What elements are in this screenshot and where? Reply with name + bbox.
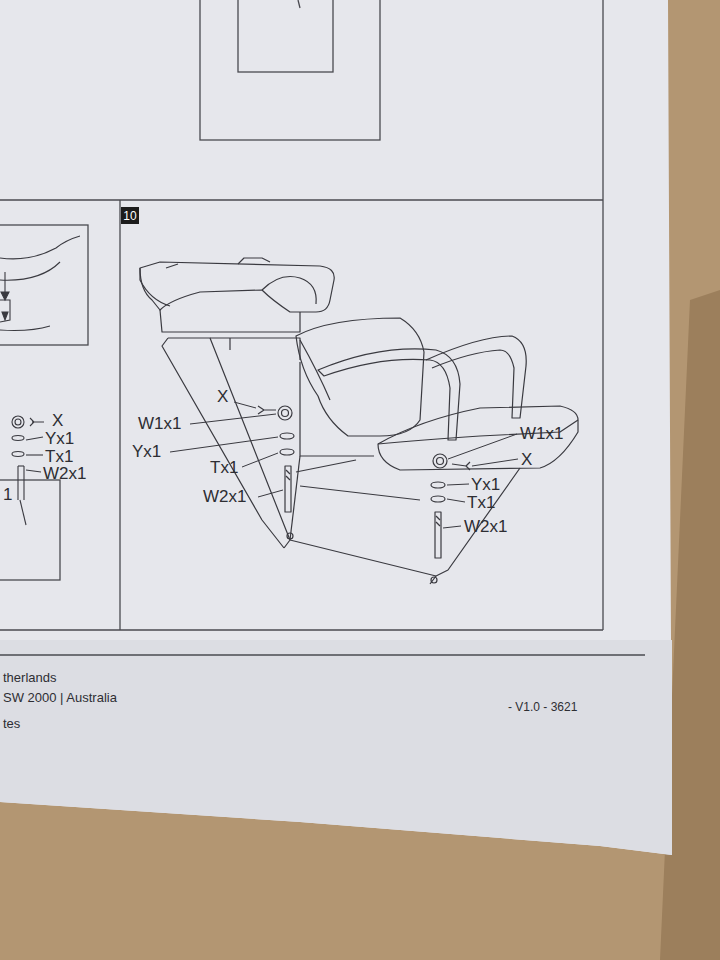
part-letter: X [52, 412, 63, 429]
part-callout: Tx1 [45, 448, 73, 465]
footer-text: SW 2000 | Australia [3, 691, 117, 704]
footer-text: tes [3, 717, 20, 730]
part-callout: W2x1 [464, 518, 507, 535]
part-callout: W2x1 [43, 465, 86, 482]
step-number: 10 [123, 210, 136, 222]
part-callout: Tx1 [467, 494, 495, 511]
part-letter: X [217, 388, 228, 405]
part-callout: W1x1 [138, 415, 181, 432]
part-callout: Yx1 [132, 443, 161, 460]
footer-text: therlands [3, 671, 56, 684]
part-callout: Yx1 [45, 430, 74, 447]
part-letter: X [521, 451, 532, 468]
part-callout: W1x1 [520, 425, 563, 442]
part-callout: 1 [3, 486, 12, 503]
part-callout: Yx1 [471, 476, 500, 493]
part-callout: W2x1 [203, 488, 246, 505]
step-number-box: 10 [121, 207, 139, 224]
part-callout: Tx1 [210, 459, 238, 476]
version-code: - V1.0 - 3621 [508, 701, 577, 713]
